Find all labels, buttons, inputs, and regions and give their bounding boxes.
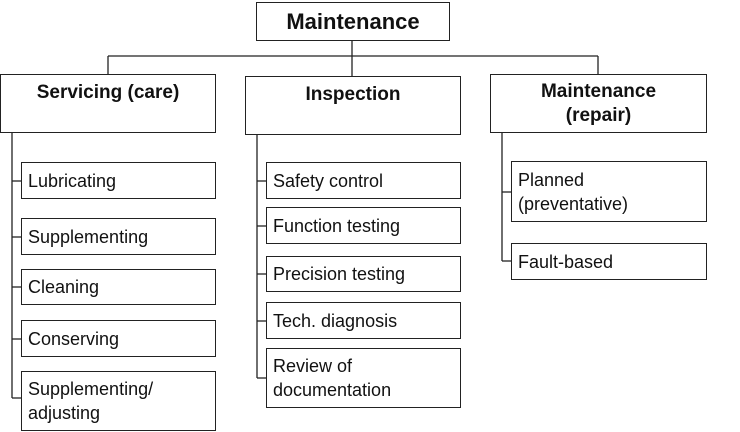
list-item: Precision testing xyxy=(266,256,461,292)
root-label: Maintenance xyxy=(286,8,420,34)
root-box: Maintenance xyxy=(256,2,450,41)
list-item: Supplementing xyxy=(21,218,216,255)
item-label: Planned (preventative) xyxy=(518,169,629,214)
list-item: Review of documentation xyxy=(266,348,461,408)
list-item: Conserving xyxy=(21,320,216,357)
category-repair: Maintenance (repair) xyxy=(490,74,707,133)
item-label: Safety control xyxy=(273,170,384,191)
list-item: Tech. diagnosis xyxy=(266,302,461,339)
list-item: Planned (preventative) xyxy=(511,161,707,222)
list-item: Lubricating xyxy=(21,162,216,199)
list-item: Supplementing/ adjusting xyxy=(21,371,216,431)
item-label: Supplementing/ adjusting xyxy=(28,379,154,423)
item-label: Function testing xyxy=(273,215,401,236)
list-item: Cleaning xyxy=(21,269,216,305)
item-label: Fault-based xyxy=(518,251,614,272)
list-item: Fault-based xyxy=(511,243,707,280)
item-label: Tech. diagnosis xyxy=(273,310,398,331)
category-servicing: Servicing (care) xyxy=(0,74,216,133)
item-label: Cleaning xyxy=(28,277,100,297)
item-label: Conserving xyxy=(28,328,120,349)
item-label: Review of documentation xyxy=(273,356,392,400)
category-label: Servicing (care) xyxy=(36,81,180,103)
item-label: Supplementing xyxy=(28,226,149,247)
category-label: Maintenance (repair) xyxy=(540,80,657,126)
list-item: Safety control xyxy=(266,162,461,199)
category-inspection: Inspection xyxy=(245,76,461,135)
item-label: Lubricating xyxy=(28,170,117,191)
item-label: Precision testing xyxy=(273,264,406,284)
category-label: Inspection xyxy=(305,83,401,105)
list-item: Function testing xyxy=(266,207,461,244)
